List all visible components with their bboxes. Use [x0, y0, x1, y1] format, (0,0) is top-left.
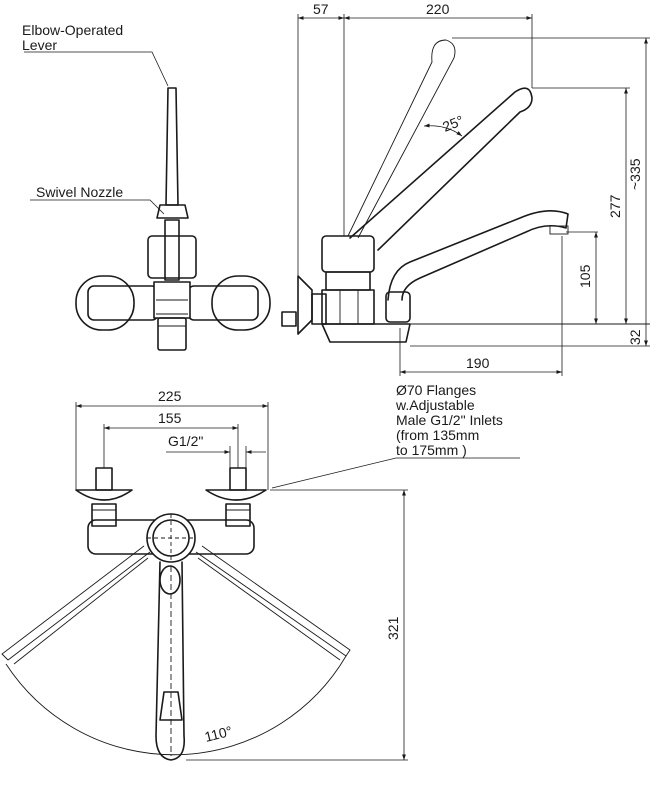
side-view: 57 220 25° ~335 277 105 32 190	[281, 1, 650, 376]
side-lever-raised	[347, 39, 456, 239]
note-flange-4: (from 135mm	[396, 427, 479, 443]
side-body-bottom	[321, 289, 375, 325]
front-nozzle	[157, 317, 187, 351]
front-flange-right	[211, 275, 271, 331]
note-flange-3: Male G1/2" Inlets	[396, 412, 503, 428]
label-swivel-nozzle: Swivel Nozzle	[36, 184, 123, 200]
dim-25deg: 25°	[440, 112, 466, 135]
dim-220: 220	[426, 1, 450, 17]
top-flange-left	[75, 489, 133, 501]
side-spout-base	[385, 291, 411, 323]
front-flange-left	[75, 275, 135, 331]
front-inlet-right	[187, 285, 259, 321]
top-view: 225 155 G1/2" Ø70 Flanges w.Adjustable M…	[1, 382, 520, 761]
side-body-top	[321, 235, 375, 273]
dim-321: 321	[385, 616, 401, 640]
top-spout	[155, 561, 186, 761]
dim-277: 277	[607, 194, 623, 218]
front-view: Elbow-Operated Lever Swivel Nozzle	[22, 22, 271, 351]
top-inlet-right	[229, 467, 247, 491]
side-lever	[349, 87, 533, 251]
front-lever	[165, 87, 179, 206]
dim-32: 32	[627, 329, 643, 345]
top-flange-right	[205, 489, 267, 501]
side-wall-flange	[297, 275, 313, 335]
top-inlet-left	[95, 467, 113, 491]
note-flange-5: to 175mm )	[396, 442, 467, 458]
side-aerator	[549, 225, 569, 235]
dim-155: 155	[158, 410, 182, 426]
label-elbow-lever-1: Elbow-Operated	[22, 22, 123, 38]
dim-225: 225	[158, 388, 182, 404]
dim-335: ~335	[627, 158, 643, 190]
swing-arc	[5, 655, 347, 756]
dim-105: 105	[577, 264, 593, 288]
dim-57: 57	[313, 1, 329, 17]
front-inlet-left	[87, 285, 159, 321]
side-base	[321, 323, 411, 343]
front-body-upper	[147, 235, 197, 279]
label-elbow-lever-2: Lever	[22, 37, 57, 53]
dim-110deg: 110°	[203, 723, 234, 745]
dim-g12: G1/2"	[168, 433, 203, 449]
dim-190: 190	[466, 355, 490, 371]
front-lever-cap	[156, 204, 189, 219]
front-spindle	[164, 219, 180, 281]
note-flange-2: w.Adjustable	[395, 397, 475, 413]
note-flange-1: Ø70 Flanges	[396, 382, 476, 398]
side-spout	[387, 210, 569, 301]
